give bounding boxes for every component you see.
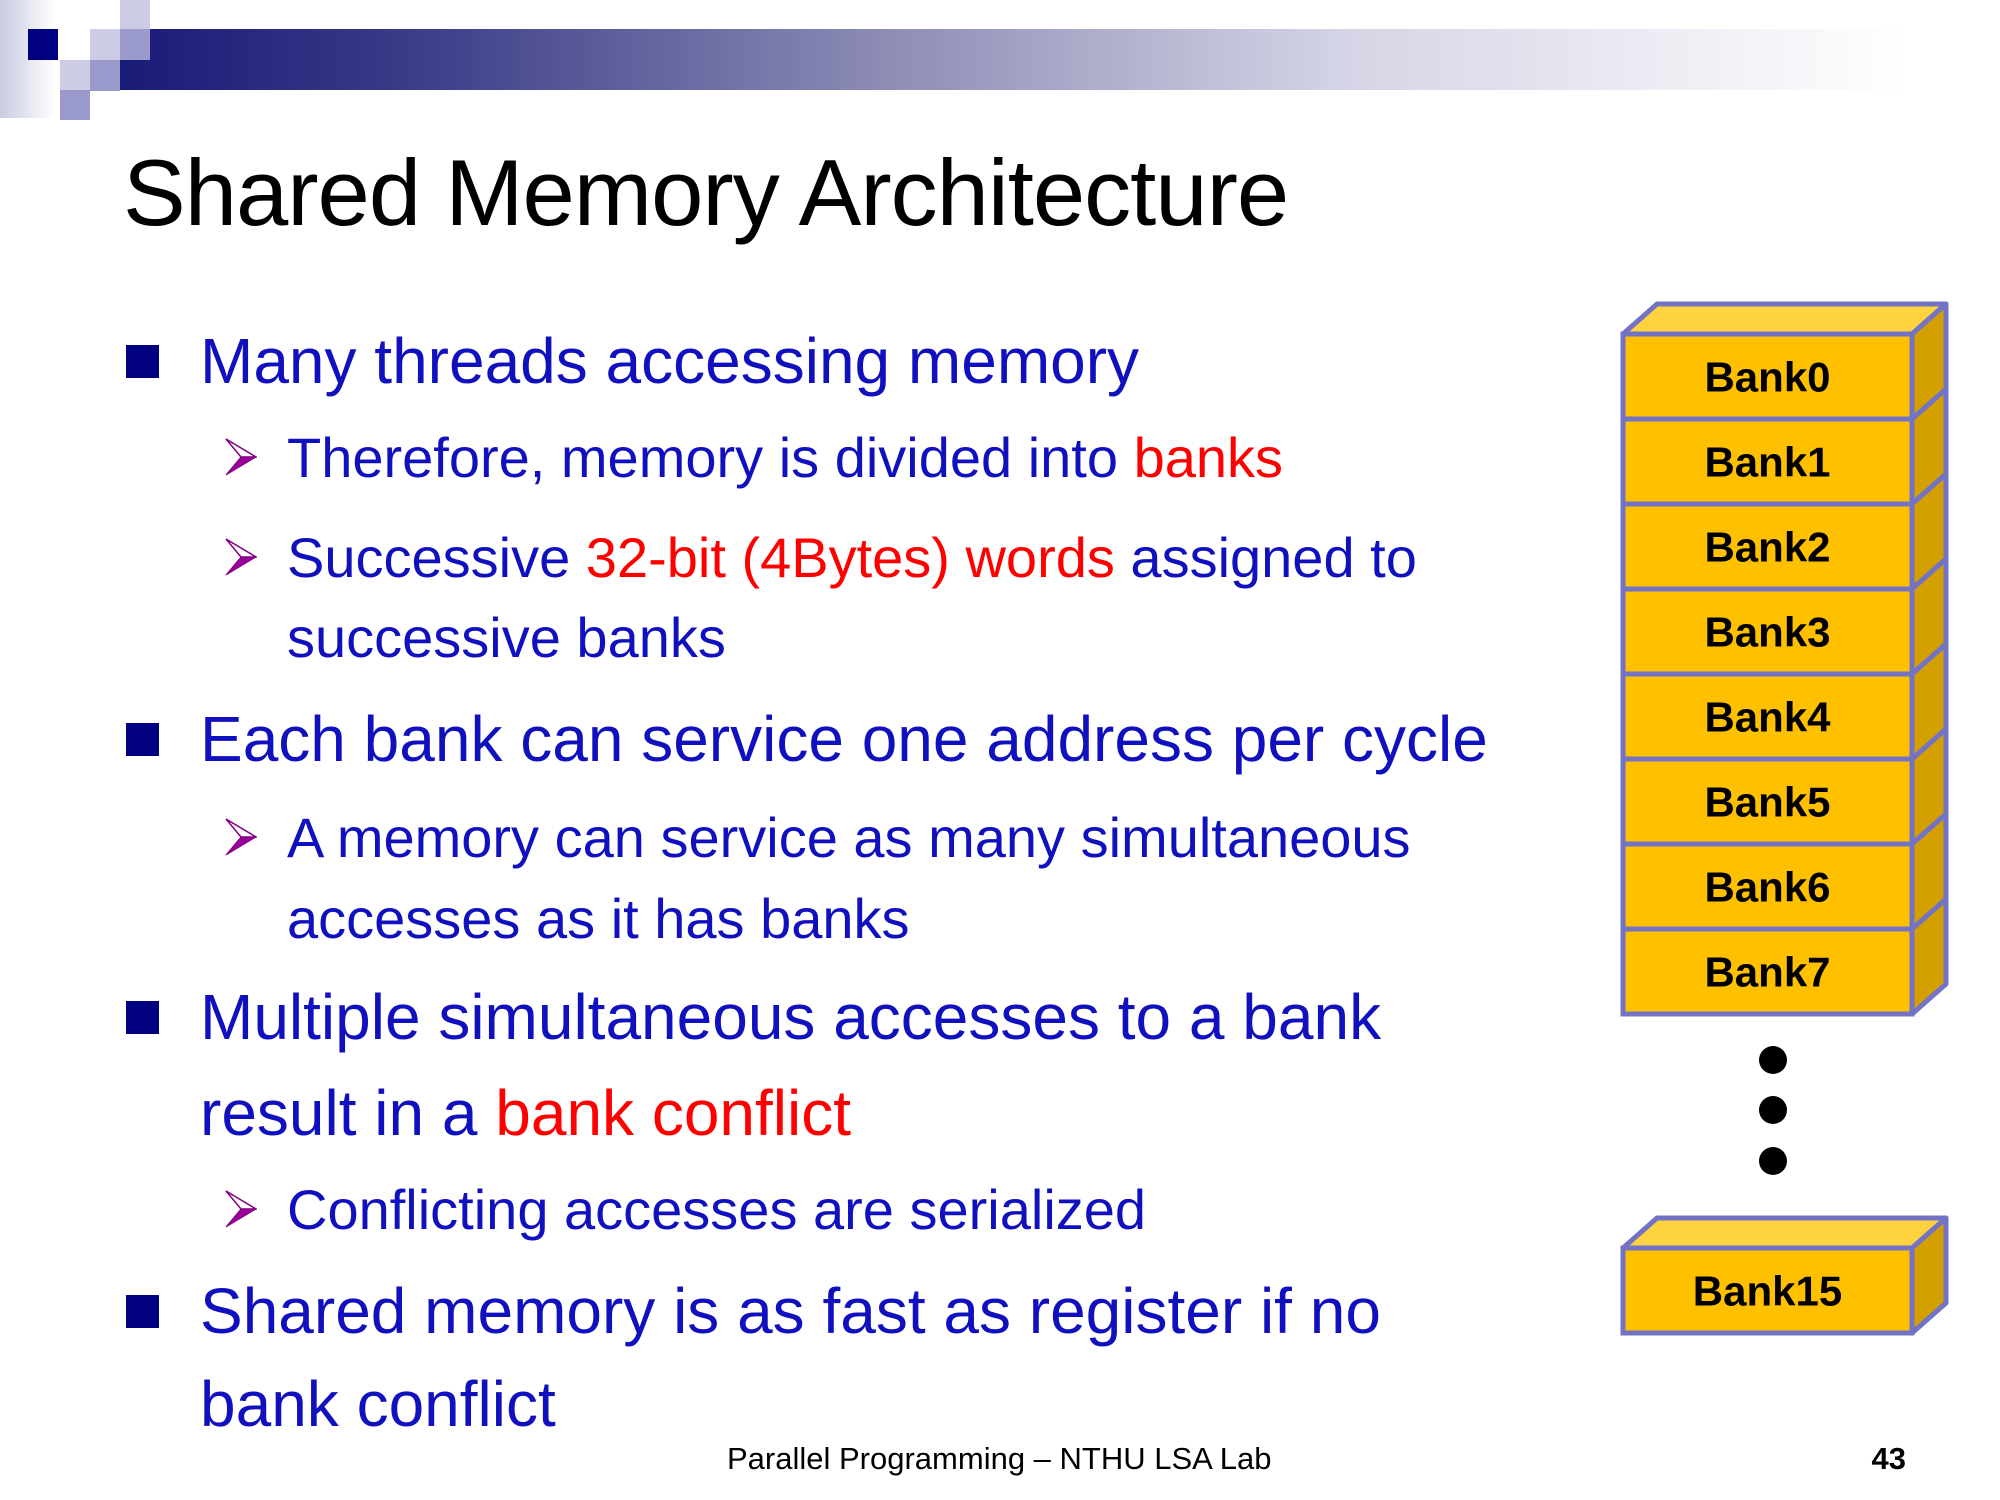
arrow-bullet-icon: [225, 1190, 257, 1228]
bullet-text: Shared memory is as fast as register if …: [200, 1275, 1381, 1347]
memory-bank: Bank0: [1620, 301, 1949, 422]
highlight-text: banks: [1133, 426, 1283, 489]
memory-bank: Bank7: [1620, 896, 1949, 1017]
sub-bullet-text-continued: accesses as it has banks: [287, 887, 910, 950]
highlight-text: bank conflict: [495, 1077, 851, 1149]
bank-label: Bank7: [1704, 949, 1830, 996]
sub-bullet-text: Successive 32-bit (4Bytes) words assigne…: [287, 530, 1417, 586]
page-number: 43: [1871, 1441, 1906, 1476]
text-segment: Successive: [287, 526, 586, 589]
header-decoration: [0, 0, 2000, 120]
ellipsis-dot-icon: [1759, 1046, 1787, 1074]
bank-front-face: [1620, 926, 1915, 1017]
memory-bank: Bank4: [1620, 641, 1949, 762]
bullet-text: Each bank can service one address per cy…: [200, 703, 1488, 775]
bullet-square-icon: [126, 345, 159, 378]
bullet-square-icon: [126, 1295, 159, 1328]
bullet-square-icon: [126, 723, 159, 756]
bullet-text: Many threads accessing memory: [200, 325, 1140, 397]
bank-front-face: [1620, 586, 1915, 677]
sub-bullet-text: Therefore, memory is divided into banks: [287, 430, 1283, 486]
ellipsis-dot-icon: [1759, 1147, 1787, 1175]
memory-bank: Bank6: [1620, 811, 1949, 932]
bank-label: Bank5: [1704, 779, 1830, 826]
memory-bank: Bank5: [1620, 726, 1949, 847]
sub-bullet-text-continued: successive banks: [287, 606, 726, 669]
bank-label: Bank15: [1693, 1268, 1842, 1315]
highlight-text: 32-bit (4Bytes) words: [585, 526, 1115, 589]
bank-top-face: [1620, 301, 1949, 337]
arrow-bullet-icon: [225, 538, 257, 576]
text-segment: result in a: [200, 1077, 496, 1149]
text-segment: assigned to: [1114, 526, 1417, 589]
bank-front-face: [1620, 841, 1915, 932]
memory-bank: Bank2: [1620, 471, 1949, 592]
bank-front-face: [1620, 1245, 1915, 1336]
slide-title: Shared Memory Architecture: [123, 140, 1289, 245]
memory-bank: Bank1: [1620, 386, 1949, 507]
bank-label: Bank0: [1704, 354, 1830, 401]
arrow-bullet-icon: [225, 818, 257, 856]
bullet-text: Multiple simultaneous accesses to a bank: [200, 981, 1382, 1053]
bank-label: Bank1: [1704, 439, 1830, 486]
memory-bank: Bank3: [1620, 556, 1949, 677]
footer-text: Parallel Programming – NTHU LSA Lab: [727, 1441, 1272, 1476]
bank-top-face: [1620, 1215, 1949, 1251]
bank-label: Bank6: [1704, 864, 1830, 911]
memory-bank-last: Bank15: [1620, 1215, 1949, 1336]
ellipsis-dot-icon: [1759, 1096, 1787, 1124]
bank-label: Bank2: [1704, 524, 1830, 571]
bank-front-face: [1620, 331, 1915, 422]
bullet-square-icon: [126, 1001, 159, 1034]
text-segment: Therefore, memory is divided into: [287, 426, 1134, 489]
bank-front-face: [1620, 501, 1915, 592]
bank-label: Bank3: [1704, 609, 1830, 656]
sub-bullet-text: Conflicting accesses are serialized: [287, 1178, 1147, 1241]
bank-front-face: [1620, 416, 1915, 507]
bank-front-face: [1620, 671, 1915, 762]
bank-label: Bank4: [1704, 694, 1831, 741]
arrow-bullet-icon: [225, 438, 257, 476]
bullet-text-continued: result in a bank conflict: [200, 1081, 851, 1145]
sub-bullet-text: A memory can service as many simultaneou…: [287, 806, 1411, 869]
bullet-text-continued: bank conflict: [200, 1368, 556, 1440]
